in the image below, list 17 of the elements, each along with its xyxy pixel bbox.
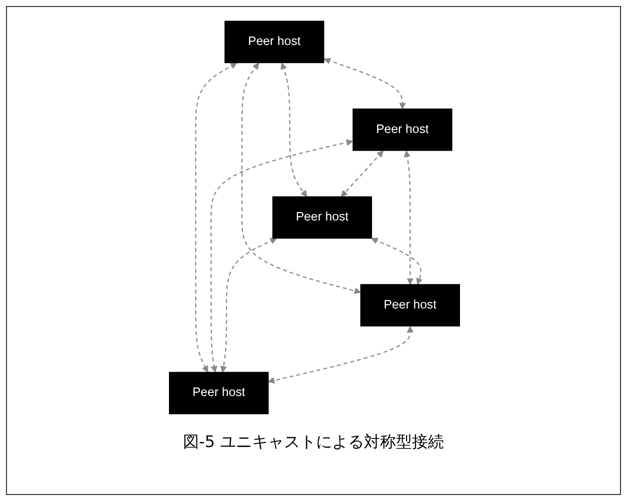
arrow	[404, 150, 414, 285]
node-box	[224, 20, 324, 64]
node-box	[272, 196, 372, 239]
arrow	[268, 326, 414, 384]
arrow	[195, 62, 238, 373]
arrow	[241, 62, 361, 294]
arrow	[280, 62, 308, 198]
caption: 図-5 ユニキャストによる対称型接続	[182, 432, 444, 451]
node-box	[360, 284, 460, 326]
arrow	[220, 238, 277, 373]
arrow	[340, 150, 384, 198]
arrow	[210, 139, 353, 373]
node-box	[169, 372, 269, 414]
figure-frame: Peer host Peer host Peer host Peer host Peer host 図-5 ユニキャストによる対称型接続	[6, 6, 621, 495]
node-box	[352, 108, 452, 151]
arrow	[324, 58, 406, 110]
arrow	[371, 238, 423, 285]
